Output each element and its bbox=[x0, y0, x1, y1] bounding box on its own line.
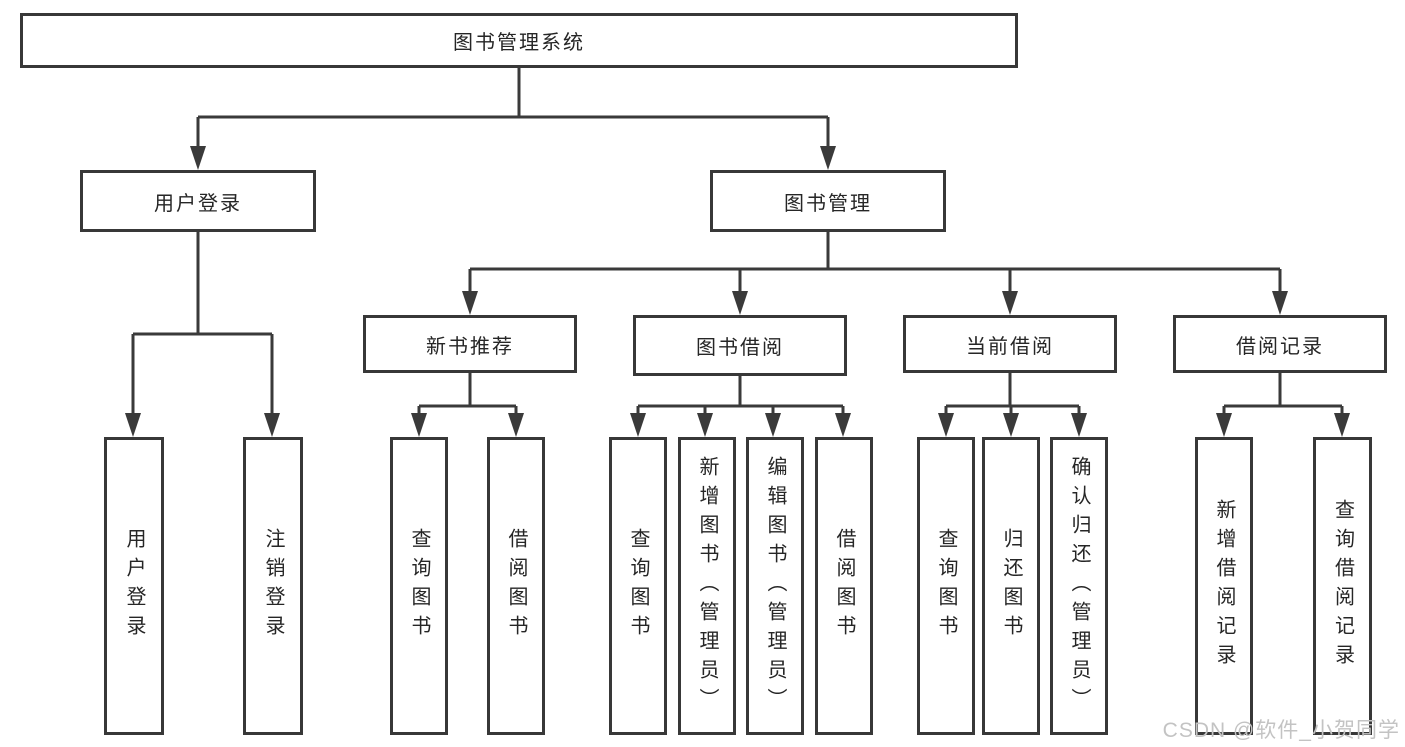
leaf-confirm-return-admin: 确认归还（管理员） bbox=[1050, 437, 1108, 735]
leaf-return-books: 归还图书 bbox=[982, 437, 1040, 735]
node-user-login: 用户登录 bbox=[80, 170, 316, 232]
node-borrow-records: 借阅记录 bbox=[1173, 315, 1387, 373]
leaf-confirm-return-admin-label: 确认归还（管理员） bbox=[1068, 455, 1090, 717]
leaf-user-login: 用户登录 bbox=[104, 437, 164, 735]
leaf-add-books-admin-label: 新增图书（管理员） bbox=[696, 455, 718, 717]
node-book-borrow: 图书借阅 bbox=[633, 315, 847, 376]
leaf-logout-label: 注销登录 bbox=[262, 528, 284, 644]
csdn-watermark: CSDN @软件_小贺同学 bbox=[1162, 719, 1400, 742]
leaf-add-books-admin: 新增图书（管理员） bbox=[678, 437, 736, 735]
leaf-current-query-books-label: 查询图书 bbox=[935, 528, 957, 644]
leaf-query-borrow-record-label: 查询借阅记录 bbox=[1331, 499, 1354, 673]
leaf-current-query-books: 查询图书 bbox=[917, 437, 975, 735]
leaf-return-books-label: 归还图书 bbox=[1000, 528, 1022, 644]
leaf-add-borrow-record-label: 新增借阅记录 bbox=[1213, 499, 1235, 673]
node-new-book-recommend: 新书推荐 bbox=[363, 315, 577, 373]
leaf-user-login-label: 用户登录 bbox=[123, 528, 145, 644]
leaf-borrow-books-label: 借阅图书 bbox=[833, 528, 855, 644]
node-root: 图书管理系统 bbox=[20, 13, 1018, 68]
leaf-newbook-borrow-books: 借阅图书 bbox=[487, 437, 545, 735]
node-user-login-label: 用户登录 bbox=[154, 192, 242, 215]
leaf-add-borrow-record: 新增借阅记录 bbox=[1195, 437, 1253, 735]
node-book-management-label: 图书管理 bbox=[784, 192, 872, 215]
node-root-label: 图书管理系统 bbox=[453, 32, 585, 54]
node-new-book-recommend-label: 新书推荐 bbox=[426, 335, 514, 358]
arrowheads bbox=[125, 146, 1350, 437]
leaf-newbook-query-books-label: 查询图书 bbox=[408, 528, 430, 644]
leaf-borrow-books: 借阅图书 bbox=[815, 437, 873, 735]
leaf-edit-books-admin: 编辑图书（管理员） bbox=[746, 437, 804, 735]
node-book-management: 图书管理 bbox=[710, 170, 946, 232]
leaf-newbook-borrow-books-label: 借阅图书 bbox=[505, 528, 527, 644]
node-book-borrow-label: 图书借阅 bbox=[696, 337, 784, 359]
leaf-logout: 注销登录 bbox=[243, 437, 303, 735]
node-borrow-records-label: 借阅记录 bbox=[1236, 335, 1324, 358]
node-current-borrow-label: 当前借阅 bbox=[966, 335, 1054, 358]
leaf-borrow-query-books-label: 查询图书 bbox=[627, 528, 649, 644]
leaf-newbook-query-books: 查询图书 bbox=[390, 437, 448, 735]
leaf-query-borrow-record: 查询借阅记录 bbox=[1313, 437, 1372, 735]
leaf-borrow-query-books: 查询图书 bbox=[609, 437, 667, 735]
node-current-borrow: 当前借阅 bbox=[903, 315, 1117, 373]
leaf-edit-books-admin-label: 编辑图书（管理员） bbox=[764, 455, 786, 717]
